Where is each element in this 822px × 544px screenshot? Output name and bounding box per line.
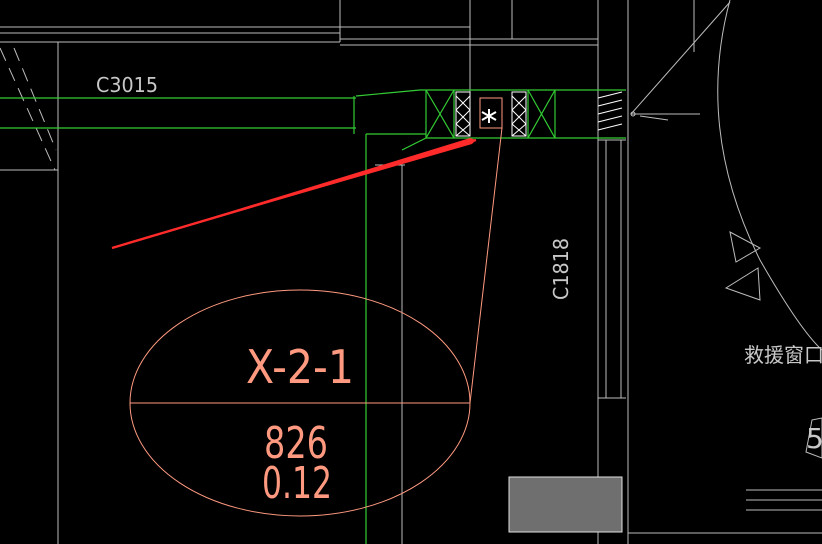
window-label-c3015: C3015 — [96, 73, 158, 97]
red-arrow — [111, 138, 477, 250]
rescue-mark-char: 5 — [806, 422, 822, 455]
tag-value-1-text: 826 — [264, 418, 328, 469]
tag-value-2-text: 0.12 — [262, 458, 332, 509]
duct-tag — [129, 97, 503, 517]
pointer-lines — [630, 1, 731, 121]
rescue-window-label: 救援窗口 — [744, 343, 822, 367]
gray-equipment-block — [508, 476, 623, 533]
curved-wall — [717, 0, 822, 351]
triangle-markers — [724, 231, 822, 459]
damper-hatch — [455, 91, 623, 137]
asterisk-marker-icon — [481, 109, 497, 123]
window-label-c1818: C1818 — [549, 238, 573, 300]
duct-lines — [0, 89, 626, 544]
dashed-lines — [0, 47, 57, 171]
tag-id-text: X-2-1 — [246, 340, 354, 394]
